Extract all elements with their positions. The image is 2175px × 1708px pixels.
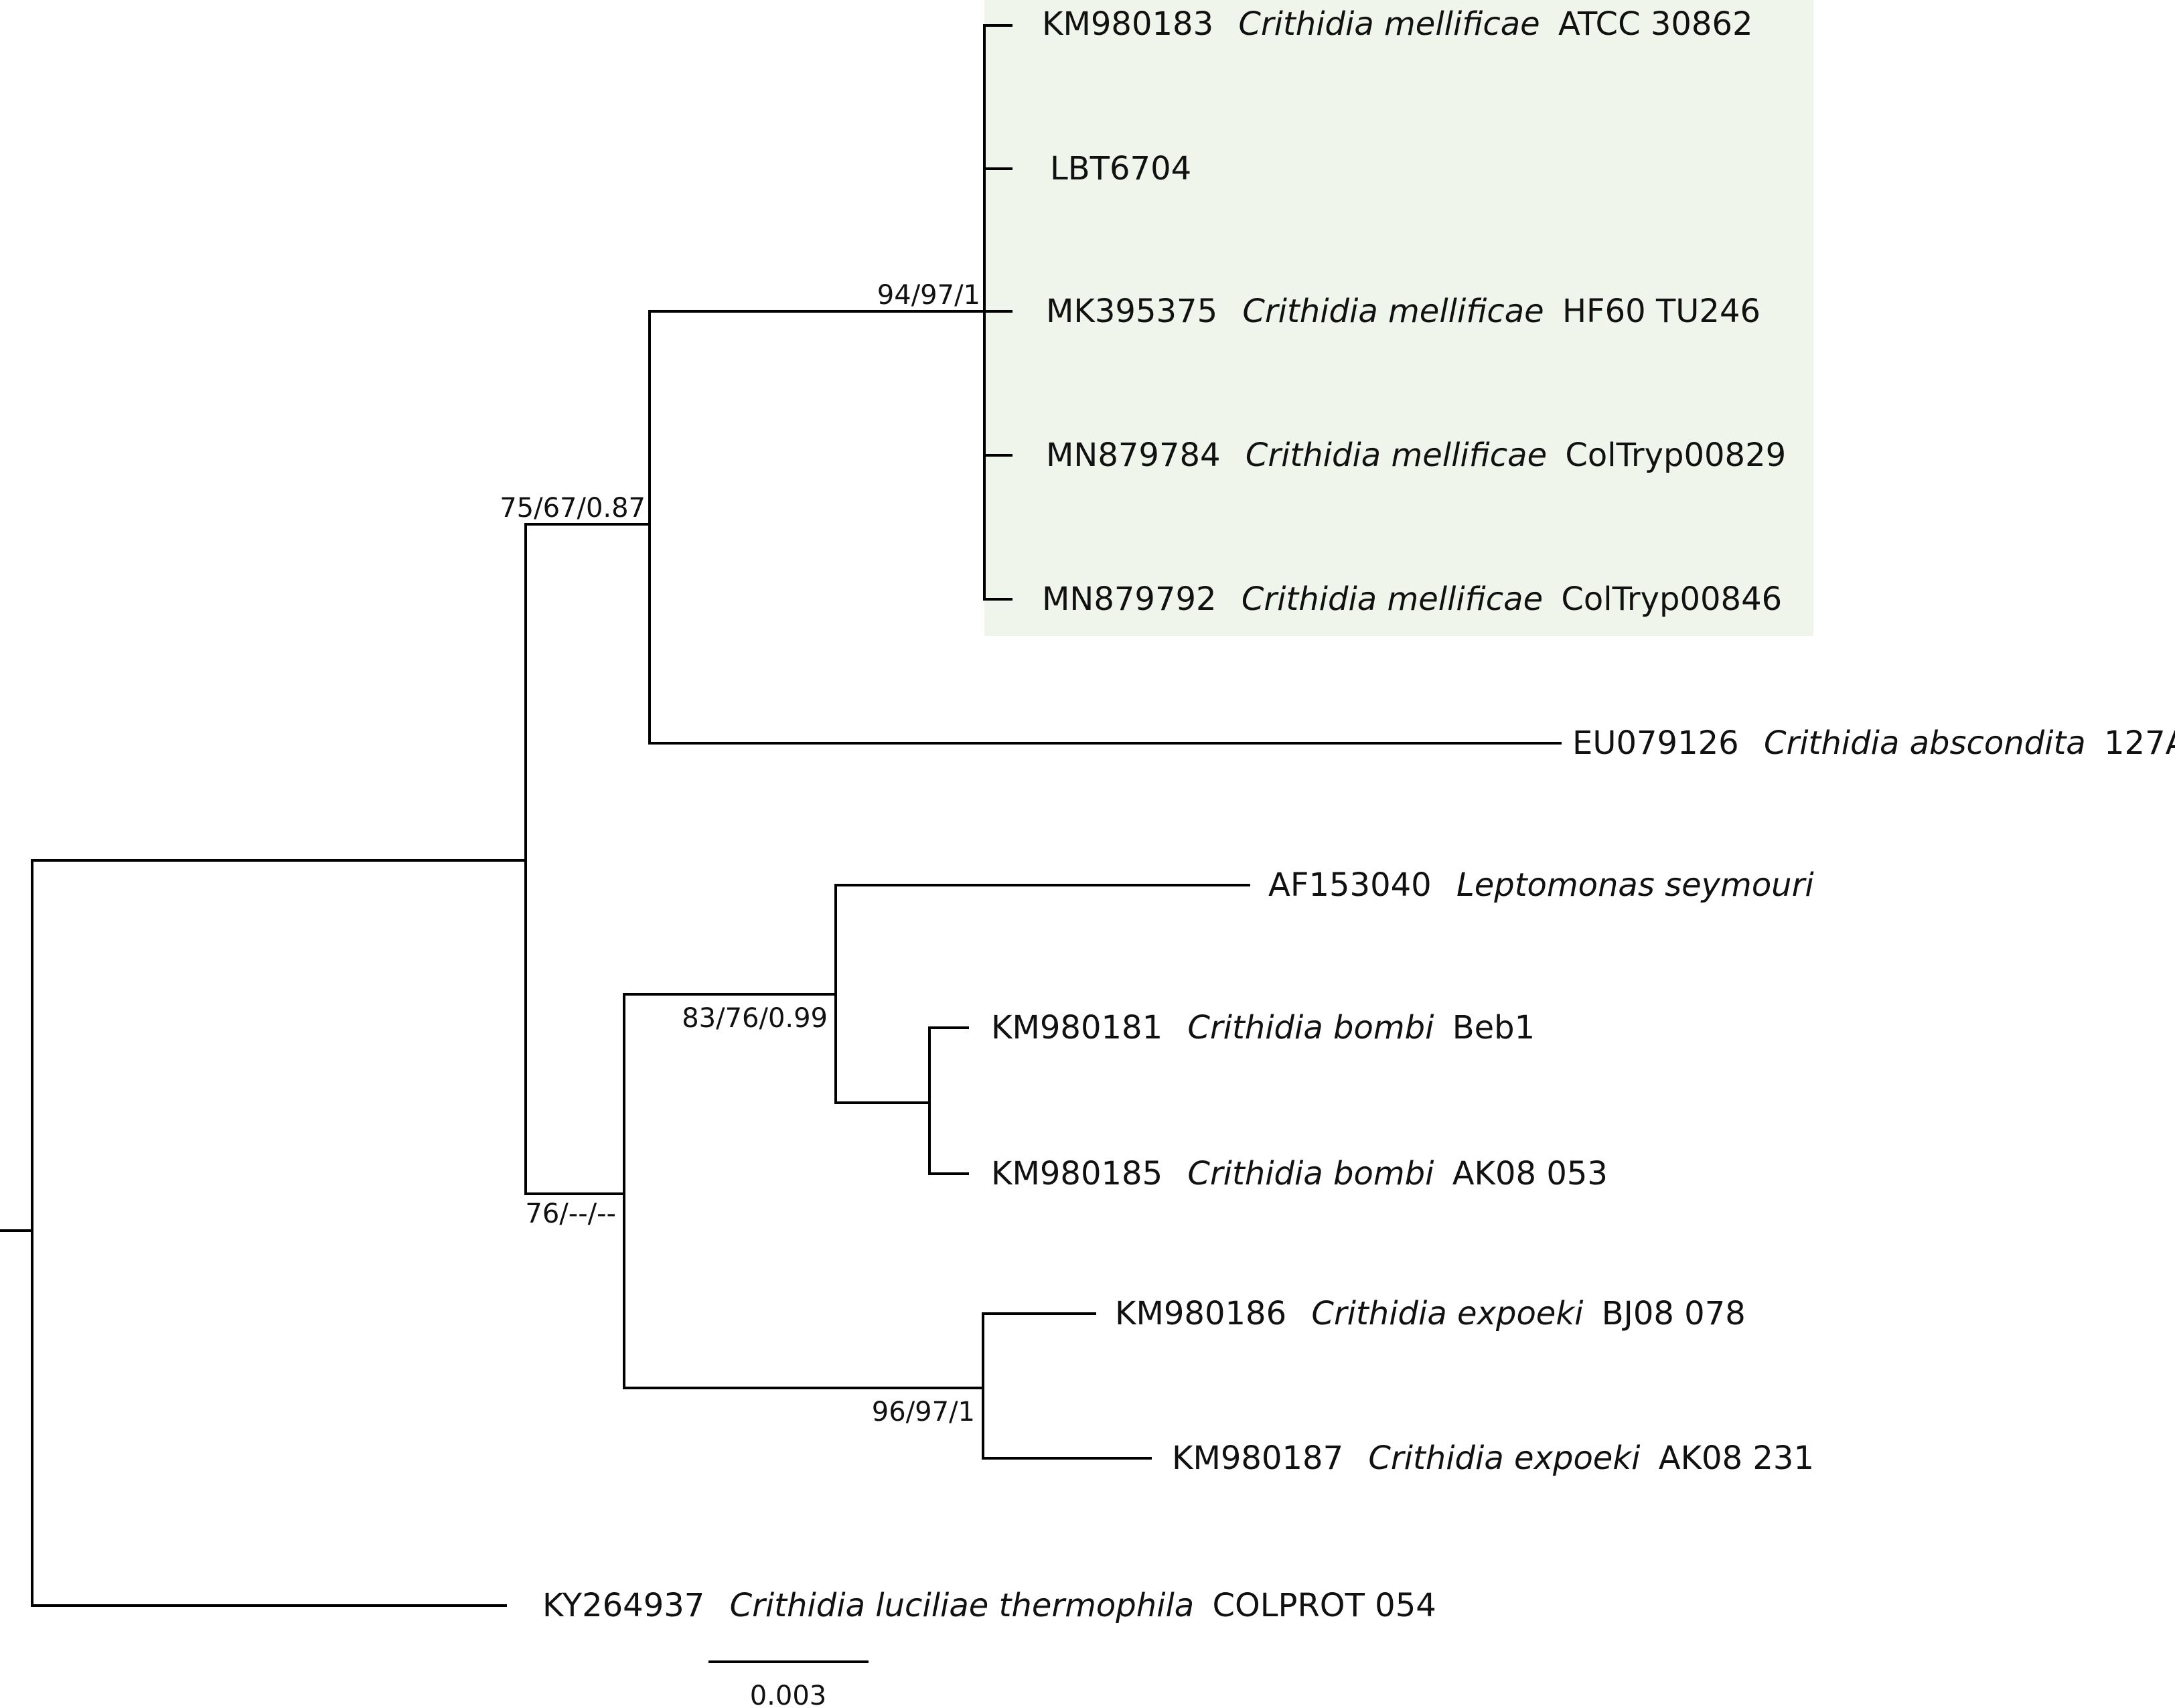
tip-accession: KM980185: [991, 1155, 1162, 1192]
tip-label-KM980183: KM980183 Crithidia mellificae ATCC 30862: [1042, 5, 1753, 43]
tip-species: Crithidia mellificae: [1238, 5, 1540, 43]
tip-label-KM980186: KM980186 Crithidia expoeki BJ08 078: [1115, 1295, 1746, 1332]
tip-species: Leptomonas seymouri: [1456, 866, 1814, 904]
tip-accession: LBT6704: [1050, 150, 1191, 187]
tip-strain: Beb1: [1452, 1009, 1535, 1046]
support-mellificae-clade: 94/97/1: [877, 280, 980, 311]
tip-accession: KY264937: [542, 1587, 704, 1624]
tip-label-MN879784: MN879784 Crithidia mellificae ColTryp008…: [1046, 437, 1786, 474]
tip-label-KM980185: KM980185 Crithidia bombi AK08 053: [991, 1155, 1608, 1192]
tip-strain: ATCC 30862: [1558, 5, 1753, 43]
tip-strain: ColTryp00829: [1565, 437, 1786, 474]
highlight-clade-background: [984, 0, 1813, 636]
tip-label-AF153040: AF153040 Leptomonas seymouri: [1268, 866, 1814, 904]
tip-label-KM980187: KM980187 Crithidia expoeki AK08 231: [1172, 1440, 1814, 1477]
tip-species: Crithidia luciliae thermophila: [730, 1587, 1195, 1624]
tip-label-KM980181: KM980181 Crithidia bombi Beb1: [991, 1009, 1535, 1046]
tip-species: Crithidia expoeki: [1311, 1295, 1584, 1332]
tree-branches: [0, 24, 1562, 1663]
tip-species: Crithidia mellificae: [1246, 437, 1547, 474]
tip-species: Crithidia expoeki: [1368, 1440, 1641, 1477]
support-lower-clade: 76/--/--: [525, 1198, 616, 1229]
support-expoeki-clade: 96/97/1: [872, 1397, 975, 1427]
tip-accession: KM980187: [1172, 1440, 1343, 1477]
tip-strain: COLPROT 054: [1212, 1587, 1436, 1624]
tip-strain: 127AL: [2104, 724, 2175, 762]
tip-strain: AK08 053: [1452, 1155, 1608, 1192]
tip-labels: KM980183 Crithidia mellificae ATCC 30862…: [542, 5, 2175, 1624]
tip-accession: EU079126: [1572, 724, 1739, 762]
tip-accession: KM980181: [991, 1009, 1162, 1046]
tip-species: Crithidia mellificae: [1242, 293, 1544, 330]
tip-species: Crithidia bombi: [1187, 1009, 1434, 1046]
tip-strain: HF60 TU246: [1562, 293, 1760, 330]
tip-species: Crithidia bombi: [1187, 1155, 1434, 1192]
tip-species: Crithidia mellificae: [1242, 580, 1543, 618]
tip-label-KY264937: KY264937 Crithidia luciliae thermophila …: [542, 1587, 1436, 1624]
tip-strain: BJ08 078: [1602, 1295, 1746, 1332]
support-labels: 94/97/1 75/67/0.87 83/76/0.99 76/--/-- 9…: [500, 280, 980, 1427]
tip-accession: KM980183: [1042, 5, 1213, 43]
scale-bar-label: 0.003: [750, 1681, 827, 1708]
tip-accession: MK395375: [1046, 293, 1217, 330]
tip-strain: AK08 231: [1659, 1440, 1814, 1477]
tip-accession: KM980186: [1115, 1295, 1286, 1332]
tip-label-LBT6704: LBT6704: [1050, 150, 1191, 187]
support-seymouri-bombi: 83/76/0.99: [682, 1003, 828, 1034]
tip-label-MK395375: MK395375 Crithidia mellificae HF60 TU246: [1046, 293, 1760, 330]
tip-label-EU079126: EU079126 Crithidia abscondita 127AL: [1572, 724, 2175, 762]
tip-strain: ColTryp00846: [1561, 580, 1782, 618]
tip-accession: MN879792: [1042, 580, 1217, 618]
tip-accession: AF153040: [1268, 866, 1432, 904]
tip-accession: MN879784: [1046, 437, 1221, 474]
support-mellificae-abscondita: 75/67/0.87: [500, 493, 646, 524]
tip-species: Crithidia abscondita: [1764, 724, 2086, 762]
tip-label-MN879792: MN879792 Crithidia mellificae ColTryp008…: [1042, 580, 1782, 618]
